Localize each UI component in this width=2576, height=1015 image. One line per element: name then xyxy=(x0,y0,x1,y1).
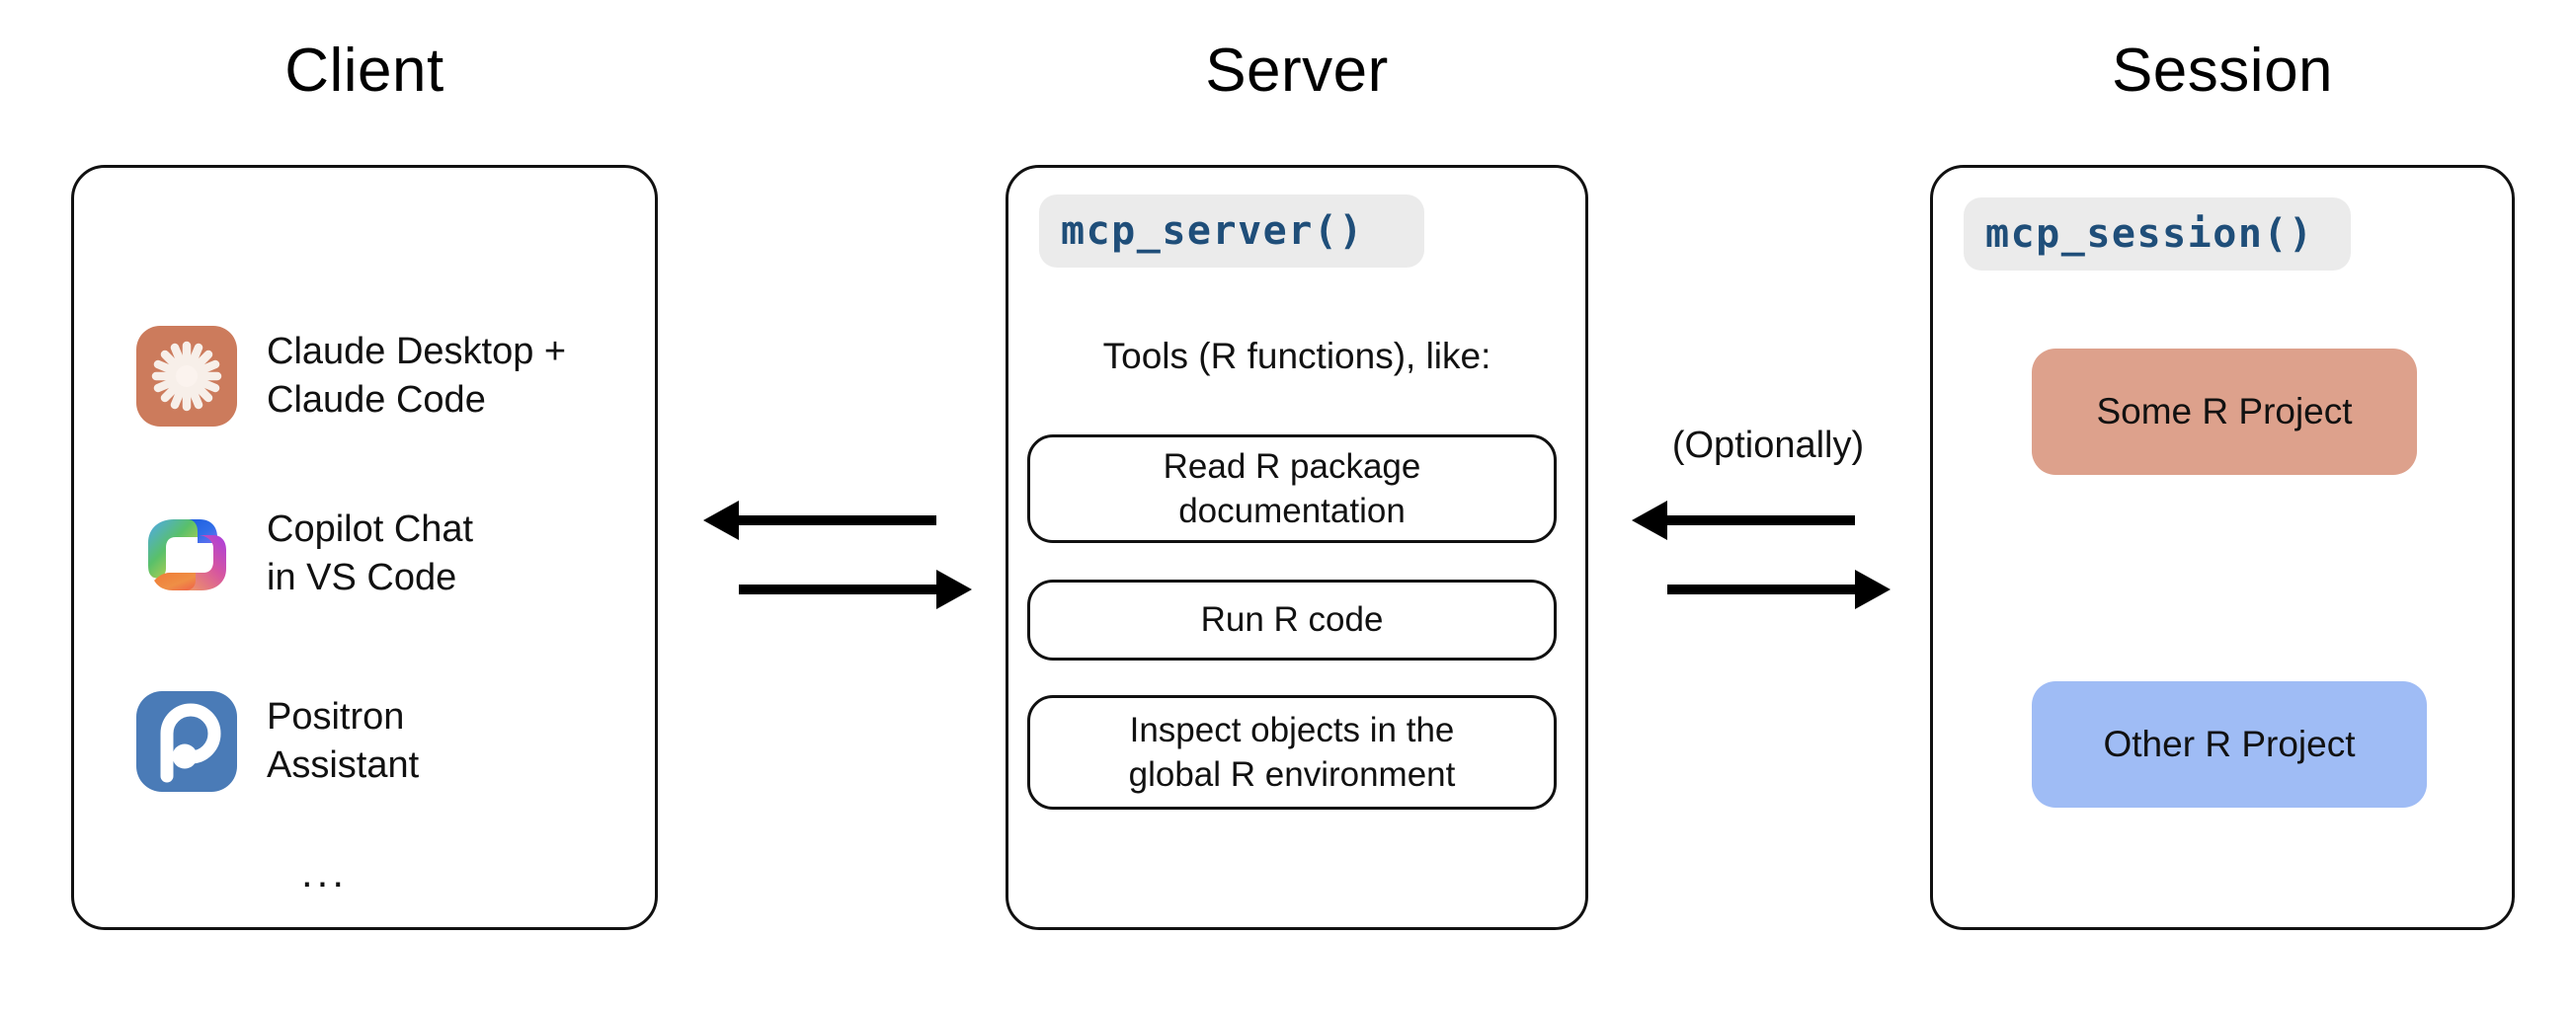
server-tool-box[interactable]: Run R code xyxy=(1027,580,1557,661)
session-project-box[interactable]: Other R Project xyxy=(2032,681,2427,808)
client-server-arrows xyxy=(703,501,972,609)
server-tool-box[interactable]: Inspect objects in the global R environm… xyxy=(1027,695,1557,810)
server-tools-caption: Tools (R functions), like: xyxy=(1102,336,1491,376)
server-function-pill: mcp_server() xyxy=(1039,195,1424,268)
server-session-arrows xyxy=(1632,501,1891,609)
client-panel xyxy=(71,165,658,930)
server-tool-box[interactable]: Read R package documentation xyxy=(1027,434,1557,543)
positron-logo-icon xyxy=(136,691,237,792)
client-app-label: Copilot Chat in VS Code xyxy=(267,508,474,598)
client-app-label: Claude Desktop + Claude Code xyxy=(267,331,567,421)
session-project-box[interactable]: Some R Project xyxy=(2032,349,2417,475)
client-app-positron[interactable]: Positron Assistant xyxy=(136,691,419,792)
claude-logo-icon xyxy=(136,326,237,427)
column-title-client: Client xyxy=(284,37,444,105)
copilot-logo-icon xyxy=(136,504,237,604)
client-app-claude[interactable]: Claude Desktop + Claude Code xyxy=(136,326,566,427)
client-app-copilot[interactable]: Copilot Chat in VS Code xyxy=(136,504,473,604)
server-panel xyxy=(1006,165,1588,930)
column-title-server: Server xyxy=(1205,37,1389,105)
session-function-pill: mcp_session() xyxy=(1964,197,2351,271)
column-title-session: Session xyxy=(2111,37,2334,105)
client-more-ellipsis: ... xyxy=(301,849,349,896)
client-app-label: Positron Assistant xyxy=(267,696,420,786)
optionally-label: (Optionally) xyxy=(1671,425,1865,466)
session-panel xyxy=(1930,165,2515,930)
